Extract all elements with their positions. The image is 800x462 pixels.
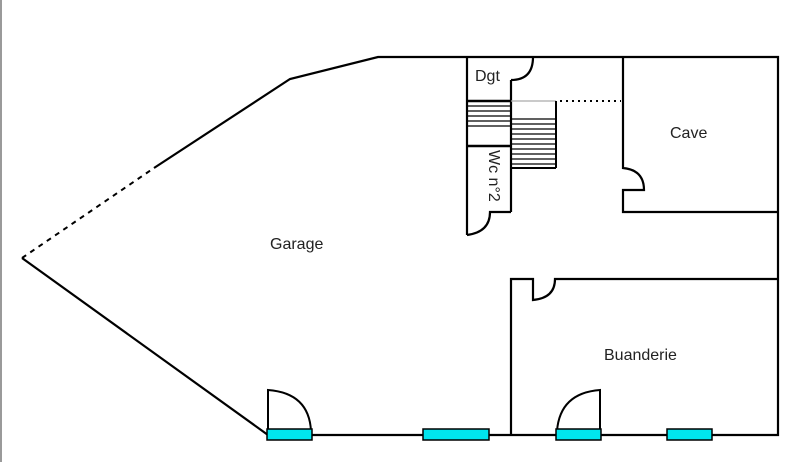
buanderie-door-arc [556, 388, 601, 432]
exterior-wall-top [21, 55, 780, 437]
buanderie-wall [509, 277, 778, 435]
stairs-right [511, 100, 557, 169]
cave-wall [621, 57, 778, 214]
room-label-dgt: Dgt [475, 68, 500, 85]
window-3 [555, 428, 602, 441]
exterior-wall-dashed [21, 167, 155, 259]
window-4 [666, 428, 713, 441]
stairs-left [467, 105, 511, 127]
room-label-buanderie: Buanderie [604, 347, 677, 364]
room-label-cave: Cave [670, 125, 708, 142]
garage-door-arc [267, 388, 312, 432]
window-2 [422, 428, 490, 441]
window-1 [266, 428, 313, 441]
room-label-wc: Wc n°2 [485, 150, 502, 202]
room-label-garage: Garage [270, 236, 324, 253]
dgt-door-arc [510, 56, 535, 82]
wc-door-arc [466, 210, 511, 237]
